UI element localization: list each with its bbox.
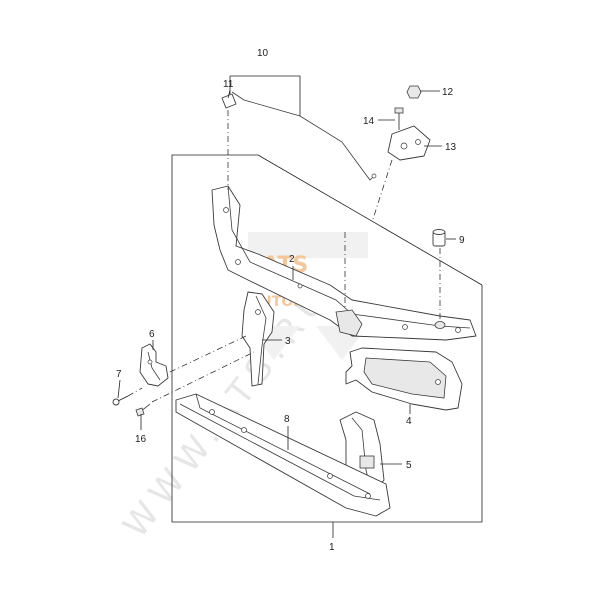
alignment-line [127, 387, 143, 397]
lower-side-reinforcement-panel [359, 455, 375, 469]
screw-lower-head [135, 407, 145, 417]
lower-cross-member-edge [195, 393, 371, 495]
leader-7 [117, 379, 121, 399]
side-bracket-body [241, 291, 275, 387]
tie-bar-hole [235, 259, 241, 265]
callout-5: 5 [406, 460, 412, 471]
headlamp-bracket-hole [435, 379, 441, 385]
side-bracket-edge [255, 295, 267, 385]
hood-support-rod-end [371, 173, 377, 179]
side-bracket [241, 291, 275, 387]
cross-member-hole [241, 427, 247, 433]
rubber-mount-top [432, 229, 446, 235]
callout-13: 13 [445, 142, 457, 153]
callout-9: 9 [459, 235, 465, 246]
hood-support-rod-body [231, 91, 375, 181]
callout-11: 11 [223, 79, 234, 90]
rod-holder-body [387, 125, 431, 161]
callout-8: 8 [284, 414, 290, 425]
callout-12: 12 [442, 87, 454, 98]
cross-member-hole [327, 473, 333, 479]
nut-body [406, 85, 422, 99]
alignment-line [169, 335, 247, 373]
callout-1: 1 [329, 542, 335, 553]
callout-7: 7 [116, 369, 122, 380]
callout-2: 2 [289, 254, 295, 265]
callout-6: 6 [149, 329, 155, 340]
rod-clip [221, 93, 237, 109]
latch-bracket-body [139, 343, 169, 387]
rod-holder-hole [415, 139, 421, 145]
leader-10 [230, 75, 301, 116]
rod-holder-hole [400, 142, 408, 150]
cross-member-hole [209, 409, 215, 415]
callout-3: 3 [285, 336, 291, 347]
logo-band-top [248, 232, 368, 258]
rod-clip-body [221, 93, 237, 109]
bolt-head [112, 398, 120, 406]
lower-cross-member-body [175, 393, 391, 517]
screw-head [394, 107, 404, 114]
lower-cross-member [175, 393, 391, 517]
tie-bar-hole [455, 327, 461, 333]
leader-lines [117, 75, 456, 538]
callout-4: 4 [406, 416, 412, 427]
headlamp-bracket [345, 347, 463, 411]
bolt [112, 395, 129, 406]
latch-bracket-edge [147, 351, 161, 381]
latch-bracket [139, 343, 169, 387]
tie-bar-hole [402, 324, 408, 330]
upper-tie-bar-bracket [335, 309, 363, 337]
callout-labels: 10 11 12 14 13 9 2 3 6 7 16 4 5 8 1 [116, 48, 465, 553]
hood-support-rod [231, 91, 377, 181]
alignment-line [371, 159, 393, 223]
tie-bar-hole [223, 207, 229, 213]
cross-member-hole [365, 493, 371, 499]
alignment-line [151, 351, 255, 403]
rubber-mount-seat [434, 321, 446, 329]
callout-16: 16 [135, 434, 147, 445]
lower-cross-member-edge [179, 403, 381, 501]
leader-11 [227, 89, 231, 99]
nut [406, 85, 422, 99]
rubber-mount [432, 229, 446, 247]
assembly-frame-diagonal [257, 154, 483, 286]
tie-bar-hole [297, 283, 303, 289]
headlamp-bracket-opening [363, 357, 447, 399]
callout-10: 10 [257, 48, 269, 59]
rod-holder [387, 125, 431, 161]
screw-lower [135, 403, 151, 417]
upper-tie-bar [211, 185, 477, 341]
screw [394, 107, 404, 130]
latch-bracket-hole [147, 359, 153, 365]
upper-tie-bar-body [211, 185, 477, 341]
side-bracket-hole [255, 309, 261, 315]
assembly-frame [171, 154, 483, 523]
callout-14: 14 [363, 116, 375, 127]
